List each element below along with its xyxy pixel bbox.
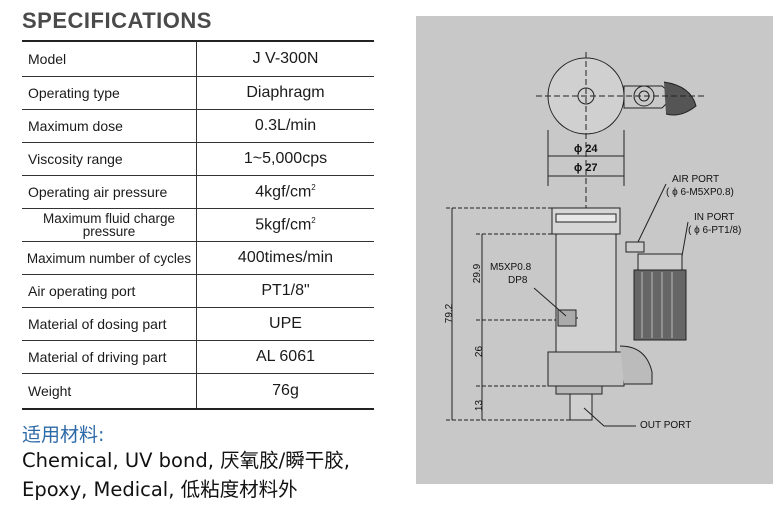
spec-label: Weight bbox=[22, 373, 197, 409]
nut-grip bbox=[641, 272, 673, 338]
spec-value: UPE bbox=[196, 307, 374, 341]
spec-label: Material of dosing part bbox=[22, 307, 197, 341]
spec-label: Maximum dose bbox=[22, 109, 197, 143]
spec-label: Operating type bbox=[22, 76, 197, 110]
in-port-label: IN PORT bbox=[694, 212, 735, 223]
table-row: Maximum dose 0.3L/min bbox=[22, 109, 374, 143]
table-row: Viscosity range 1~5,000cps bbox=[22, 142, 374, 176]
spec-value: AL 6061 bbox=[196, 340, 374, 374]
table-row: Maximum number of cycles 400times/min bbox=[22, 241, 374, 275]
spec-value: J V-300N bbox=[196, 41, 374, 77]
dim-upper: 29.9 bbox=[472, 263, 484, 284]
m5-label: M5XP0.8 bbox=[490, 262, 532, 273]
spec-value-text: 5kgf/cm bbox=[255, 216, 312, 234]
in-port-fitting bbox=[637, 253, 683, 271]
air-port-spec: ( ϕ 6-M5XP0.8) bbox=[666, 187, 734, 198]
spec-value: 1~5,000cps bbox=[196, 142, 374, 176]
dim-phi27: ϕ 27 bbox=[574, 162, 598, 174]
table-row: Model J V-300N bbox=[22, 41, 374, 77]
dim-middle: 26 bbox=[474, 345, 486, 358]
leader-out-port bbox=[583, 407, 605, 427]
superscript: 2 bbox=[311, 182, 316, 192]
out-port-label: OUT PORT bbox=[640, 420, 692, 431]
spec-value: 76g bbox=[272, 382, 299, 399]
table-row: Maximum fluid charge pressure 5kgf/cm2 bbox=[22, 208, 374, 242]
spec-value: 5kgf/cm2 bbox=[196, 208, 374, 242]
in-port-nut bbox=[633, 269, 687, 341]
leader-in-port bbox=[681, 221, 689, 257]
spec-label: Model bbox=[22, 41, 197, 77]
spec-label: Viscosity range bbox=[22, 142, 197, 176]
page-title: SPECIFICATIONS bbox=[22, 8, 212, 33]
spec-label: Maximum fluid charge pressure bbox=[22, 208, 197, 242]
technical-drawing: ϕ 24 ϕ 27 AIR PORT ( ϕ 6-M5XP0.8) IN POR… bbox=[416, 16, 773, 484]
air-port-label: AIR PORT bbox=[672, 174, 720, 185]
table-row: Operating type Diaphragm bbox=[22, 76, 374, 110]
dim-phi24: ϕ 24 bbox=[574, 143, 598, 155]
usage-line: Epoxy, Medical, 低粘度材料外 bbox=[22, 478, 298, 501]
fitting-nut bbox=[663, 81, 697, 116]
usage-text: Chemical, UV bond, 厌氧胶/瞬干胶, Epoxy, Medic… bbox=[22, 446, 422, 504]
table-row: Operating air pressure 4kgf/cm2 bbox=[22, 175, 374, 209]
table-row: Air operating port PT1/8" bbox=[22, 274, 374, 308]
in-port-spec: ( ϕ 6-PT1/8) bbox=[688, 225, 742, 236]
superscript: 2 bbox=[311, 215, 316, 225]
outlet-nozzle bbox=[569, 393, 593, 421]
air-port-fitting bbox=[625, 241, 645, 253]
spec-value: 0.3L/min bbox=[196, 109, 374, 143]
table-row: Weight 76g bbox=[22, 373, 374, 409]
elbow bbox=[619, 345, 653, 385]
spec-value-text: 4kgf/cm bbox=[255, 183, 312, 201]
dim-total: 79.2 bbox=[444, 303, 456, 324]
spec-table: Model J V-300N Operating type Diaphragm … bbox=[22, 40, 374, 410]
spec-value: 4kgf/cm2 bbox=[196, 175, 374, 209]
spec-label: Operating air pressure bbox=[22, 175, 197, 209]
spec-value: 400times/min bbox=[196, 241, 374, 275]
dp-label: DP8 bbox=[508, 275, 528, 286]
body-base bbox=[547, 351, 625, 387]
outlet-flange bbox=[555, 385, 603, 395]
leader-air-port bbox=[637, 183, 667, 243]
spec-value: PT1/8" bbox=[196, 274, 374, 308]
body-scale bbox=[555, 213, 617, 223]
leader-m5 bbox=[533, 287, 567, 317]
drawing-svg bbox=[446, 52, 706, 427]
usage-heading: 适用材料: bbox=[22, 424, 105, 446]
body-cylinder bbox=[555, 233, 617, 353]
spec-label: Air operating port bbox=[22, 274, 197, 308]
dim-lower: 13 bbox=[474, 399, 486, 412]
table-row: Material of dosing part UPE bbox=[22, 307, 374, 341]
spec-label: Material of driving part bbox=[22, 340, 197, 374]
screw-port bbox=[557, 309, 577, 327]
table-row: Material of driving part AL 6061 bbox=[22, 340, 374, 374]
spec-label: Maximum number of cycles bbox=[22, 241, 197, 275]
spec-value: Diaphragm bbox=[196, 76, 374, 110]
usage-line: Chemical, UV bond, 厌氧胶/瞬干胶, bbox=[22, 449, 350, 472]
